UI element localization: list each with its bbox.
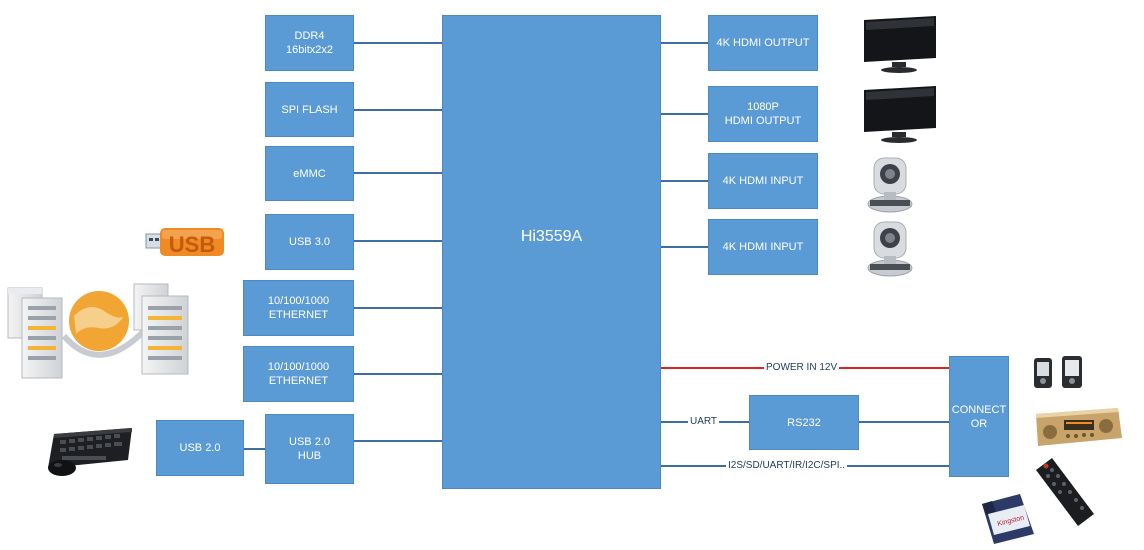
link-hdmi-in-2: [661, 246, 708, 248]
uart-label: UART: [688, 416, 720, 428]
block-ethernet-2: 10/100/1000 ETHERNET: [243, 346, 354, 402]
speakers-icon: [1034, 356, 1082, 388]
link-emmc: [354, 172, 442, 174]
link-usb2: [244, 448, 266, 450]
remote-control-icon: [1036, 458, 1094, 526]
link-ddr4: [354, 42, 442, 44]
block-hdmi-in-2: 4K HDMI INPUT: [708, 219, 818, 275]
link-usb3: [354, 240, 442, 242]
power-label: POWER IN 12V: [764, 362, 840, 374]
block-hdmi-out-4k: 4K HDMI OUTPUT: [708, 15, 818, 71]
keyboard-mouse-icon: [48, 428, 132, 476]
link-hdmi-out-1080p: [661, 113, 708, 115]
network-servers-icon: [7, 283, 189, 379]
camera-icon: [867, 221, 913, 277]
block-emmc: eMMC: [265, 146, 354, 201]
usb-stick-icon: USB: [145, 228, 224, 257]
monitor-icon: [864, 16, 936, 73]
block-hdmi-out-1080p: 1080P HDMI OUTPUT: [708, 86, 818, 142]
link-rs232-connector: [859, 421, 949, 423]
block-usb2-hub: USB 2.0 HUB: [265, 414, 354, 484]
sd-card-icon: Kingston: [982, 494, 1034, 544]
block-spi-flash: SPI FLASH: [265, 82, 354, 137]
chip-hi3559a: Hi3559A: [442, 15, 661, 489]
usb-stick-text: USB: [169, 232, 215, 257]
block-ethernet-1: 10/100/1000 ETHERNET: [243, 280, 354, 336]
link-hdmi-in-1: [661, 180, 708, 182]
block-usb3: USB 3.0: [265, 214, 354, 270]
block-rs232: RS232: [749, 395, 859, 450]
block-usb2: USB 2.0: [156, 420, 244, 476]
camera-icon: [867, 157, 913, 213]
link-usb2-hub: [354, 440, 442, 442]
link-ethernet-2: [354, 373, 442, 375]
block-hdmi-in-1: 4K HDMI INPUT: [708, 153, 818, 209]
block-connector: CONNECT OR: [949, 356, 1009, 477]
link-hdmi-out-4k: [661, 42, 708, 44]
amplifier-icon: [1036, 408, 1122, 446]
link-spi-flash: [354, 109, 442, 111]
bus-label: I2S/SD/UART/IR/I2C/SPI..: [726, 460, 848, 472]
link-ethernet-1: [354, 307, 442, 309]
block-ddr4: DDR4 16bitx2x2: [265, 15, 354, 71]
monitor-icon: [864, 86, 936, 143]
